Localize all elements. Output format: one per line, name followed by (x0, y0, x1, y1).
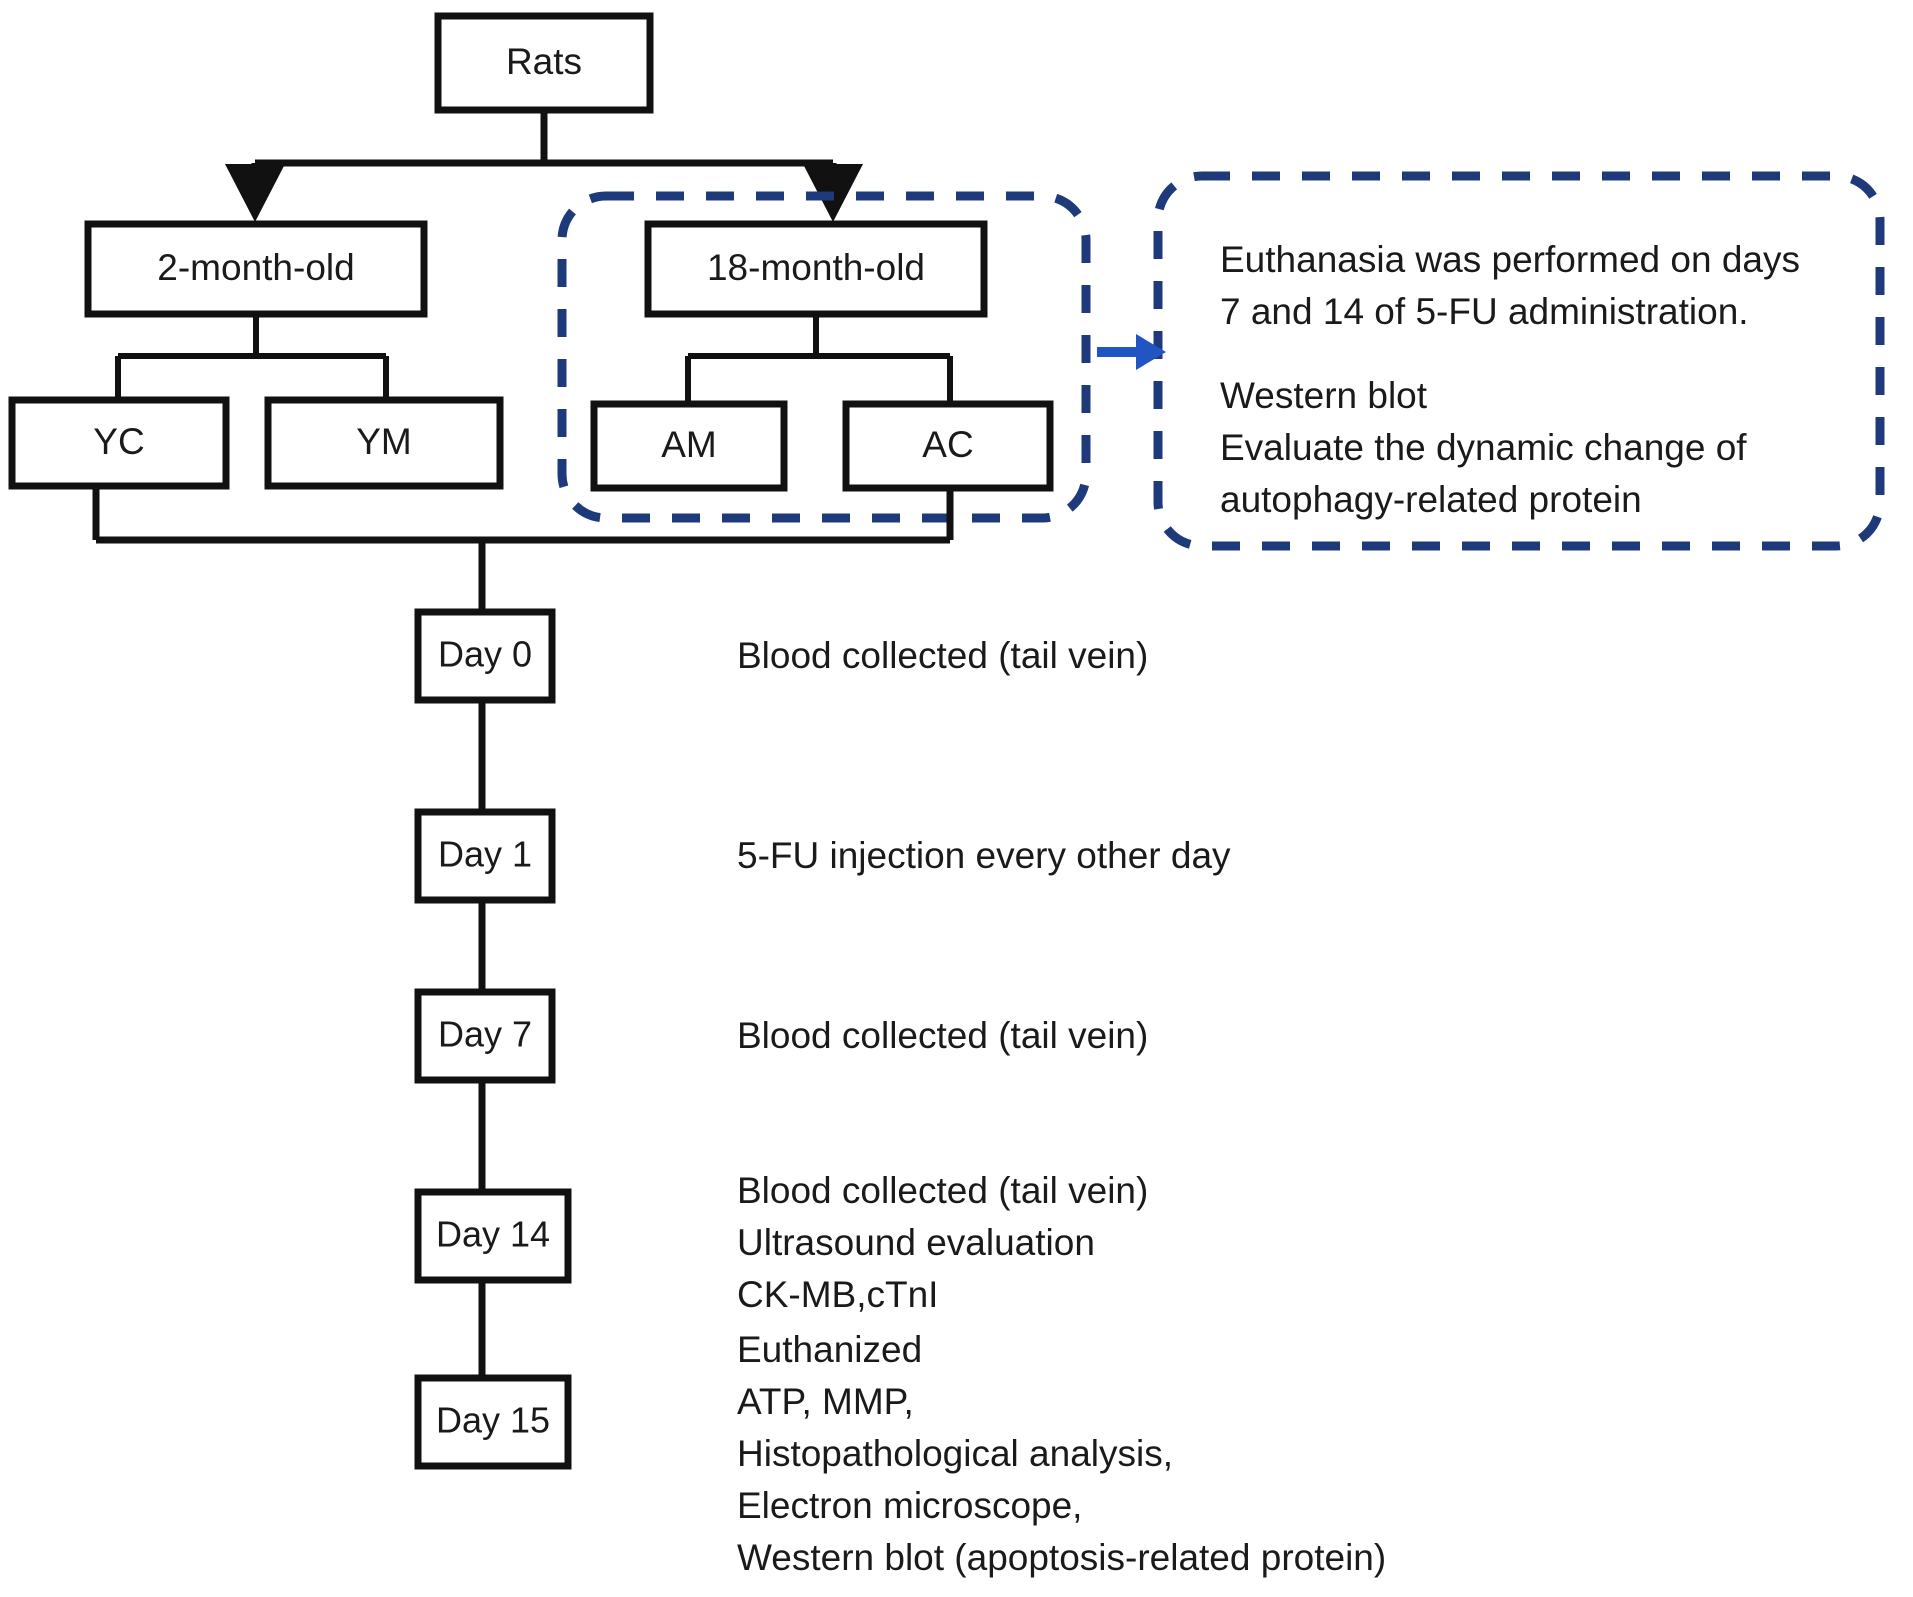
annotation-line-5: autophagy-related protein (1220, 479, 1642, 520)
arrowhead-to-young (225, 164, 285, 222)
node-ac-label: AC (922, 424, 973, 465)
annotation-line-3: Western blot (1220, 375, 1428, 416)
timeline-box-2-label: Day 7 (438, 1014, 532, 1055)
timeline-box-4[interactable] (414, 1374, 572, 1470)
timeline-box-0[interactable] (414, 608, 556, 704)
timeline-note-4-0: Euthanized (737, 1329, 922, 1370)
node-18-month-old-box[interactable] (644, 220, 988, 318)
annotation-line-0: Euthanasia was performed on days (1220, 239, 1800, 280)
timeline-note-3-2: CK-MB,cTnI (737, 1274, 938, 1315)
timeline-box-2[interactable] (414, 988, 556, 1084)
timeline-note-3-1: Ultrasound evaluation (737, 1222, 1095, 1263)
timeline-note-4-4: Western blot (apoptosis-related protein) (737, 1537, 1386, 1578)
node-yc-box[interactable] (8, 396, 230, 490)
timeline-note-4-3: Electron microscope, (737, 1485, 1082, 1526)
timeline-box-3[interactable] (414, 1188, 572, 1284)
node-ac-box[interactable] (842, 400, 1054, 492)
node-am-box[interactable] (590, 400, 788, 492)
timeline-box-1-label: Day 1 (438, 834, 532, 875)
node-2-month-old-box[interactable] (84, 220, 428, 318)
timeline-box-4-label: Day 15 (436, 1400, 550, 1441)
node-18-month-old-label: 18-month-old (707, 247, 925, 288)
node-2-month-old-label: 2-month-old (157, 247, 354, 288)
node-rats-label: Rats (506, 41, 582, 82)
node-yc-label: YC (93, 421, 144, 462)
node-ym-box[interactable] (264, 396, 504, 490)
node-ym-label: YM (356, 421, 412, 462)
timeline-note-2-0: Blood collected (tail vein) (737, 1015, 1148, 1056)
aged-cohort-dashed-group (557, 191, 1091, 523)
timeline-note-3-0: Blood collected (tail vein) (737, 1170, 1148, 1211)
annotation-line-4: Evaluate the dynamic change of (1220, 427, 1747, 468)
annotation-panel-dashed-box (1153, 171, 1885, 551)
timeline-note-1-0: 5-FU injection every other day (737, 835, 1231, 876)
timeline-box-3-label: Day 14 (436, 1214, 550, 1255)
blue-arrowhead-icon (1136, 334, 1166, 370)
timeline-note-4-2: Histopathological analysis, (737, 1433, 1173, 1474)
timeline-box-0-label: Day 0 (438, 634, 532, 675)
timeline-note-0-0: Blood collected (tail vein) (737, 635, 1148, 676)
node-am-label: AM (661, 424, 717, 465)
annotation-line-1: 7 and 14 of 5-FU administration. (1220, 291, 1749, 332)
timeline-note-4-1: ATP, MMP, (737, 1381, 914, 1422)
